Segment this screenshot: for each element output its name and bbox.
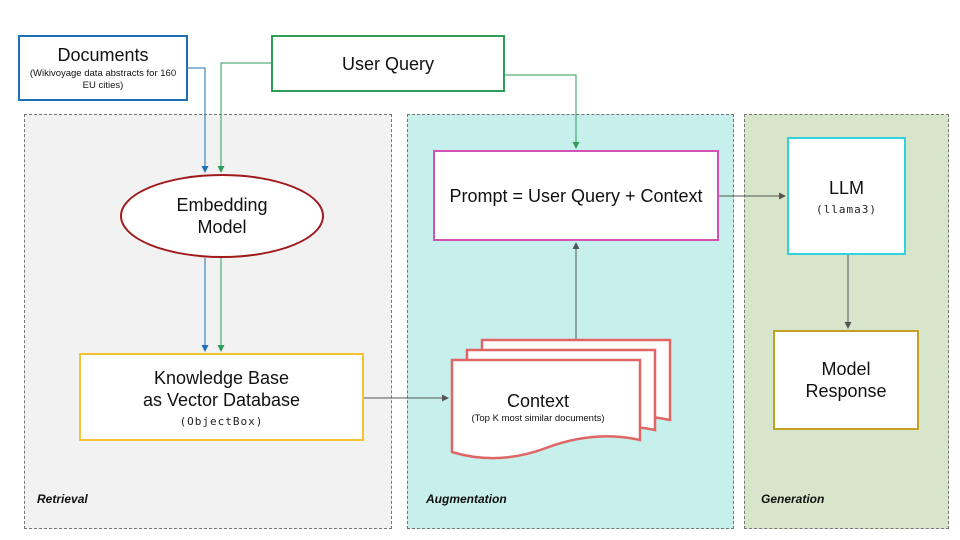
context-text: Context (Top K most similar documents) xyxy=(452,390,624,425)
model-response-box: Model Response xyxy=(773,330,919,430)
query-to-embedding-arrow xyxy=(217,62,271,173)
kb-line1: Knowledge Base xyxy=(153,367,290,388)
generation-label: Generation xyxy=(761,492,825,506)
docs-to-embedding-arrow xyxy=(188,67,209,173)
prompt-label: Prompt = User Query + Context xyxy=(449,185,703,206)
llm-title: LLM xyxy=(828,177,864,198)
user-query-box: User Query xyxy=(271,35,505,92)
embedding-line2: Model xyxy=(197,217,247,237)
prompt-box: Prompt = User Query + Context xyxy=(433,150,719,241)
documents-box: Documents (Wikivoyage data abstracts for… xyxy=(18,35,188,101)
query-to-prompt-arrow xyxy=(505,74,580,149)
context-doc-front xyxy=(450,358,642,460)
user-query-label: User Query xyxy=(341,53,435,74)
documents-subtitle: (Wikivoyage data abstracts for 160 EU ci… xyxy=(29,68,177,91)
embedding-line1: Embedding xyxy=(176,195,268,215)
knowledge-base-box: Knowledge Base as Vector Database (Objec… xyxy=(79,353,364,441)
response-line1: Model xyxy=(821,359,871,379)
context-title: Context xyxy=(506,391,570,411)
context-document-stack xyxy=(450,338,672,460)
response-line2: Response xyxy=(805,381,887,401)
augmentation-label: Augmentation xyxy=(426,492,507,506)
embedding-model-ellipse: Embedding Model xyxy=(120,174,324,258)
kb-note: (ObjectBox) xyxy=(179,414,264,428)
llm-note: (llama3) xyxy=(816,202,877,216)
llm-box: LLM (llama3) xyxy=(787,137,906,255)
documents-title: Documents xyxy=(57,45,149,65)
retrieval-label: Retrieval xyxy=(37,492,88,506)
context-subtitle: (Top K most similar documents) xyxy=(471,413,605,424)
kb-line2: as Vector Database xyxy=(142,389,301,410)
